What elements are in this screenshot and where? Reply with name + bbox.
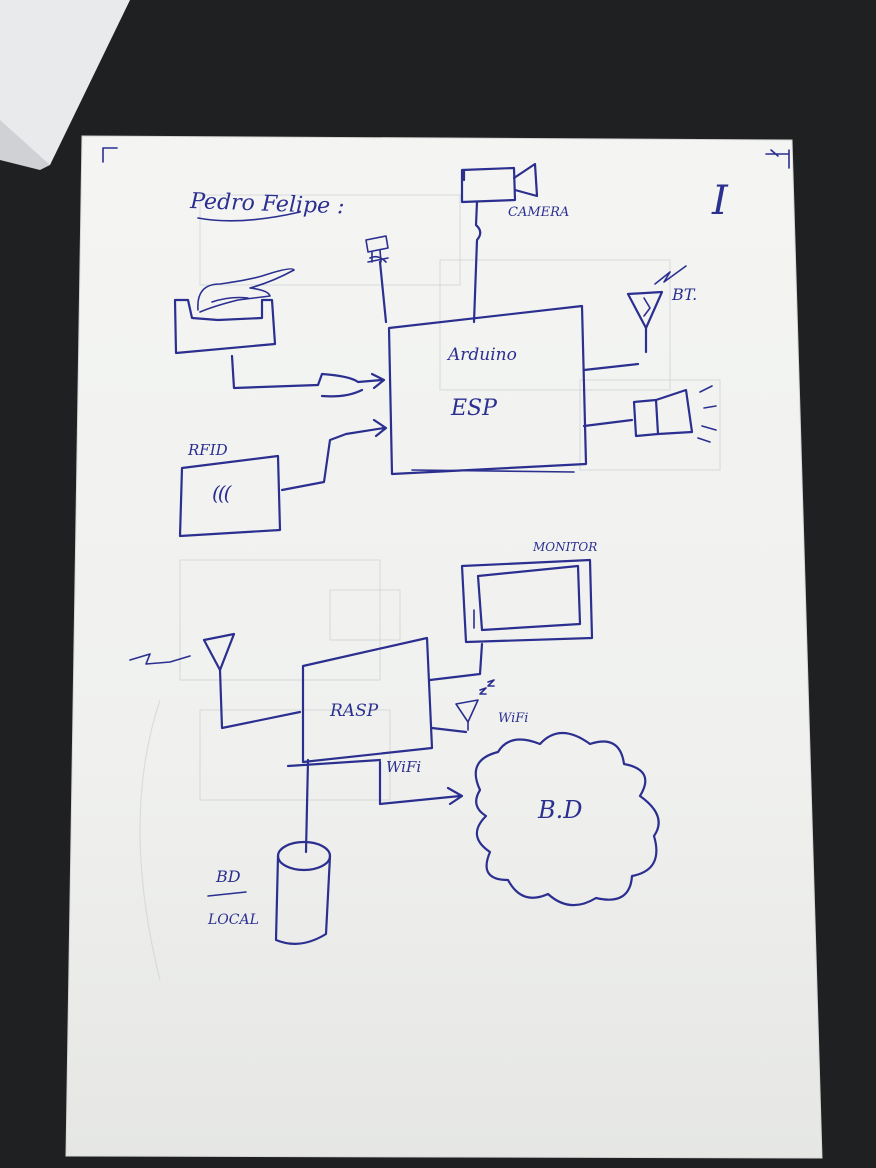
bleed-through-marks bbox=[139, 194, 721, 981]
sensor-connection bbox=[378, 260, 388, 324]
monitor-label: MONITOR bbox=[532, 540, 597, 554]
bluetooth-connection bbox=[582, 362, 640, 372]
bluetooth-label: BT. bbox=[671, 285, 697, 304]
wifi-antenna-icon bbox=[455, 679, 495, 731]
rfid-connection bbox=[280, 418, 388, 492]
cloud-database-label: B.D bbox=[537, 796, 583, 824]
rfid-box bbox=[178, 454, 282, 538]
speaker-connection bbox=[582, 418, 634, 428]
rfid-label: RFID bbox=[187, 441, 228, 459]
monitor-icon bbox=[460, 558, 594, 644]
local-db-label-divider bbox=[207, 891, 247, 897]
desk-paper-corner bbox=[0, 0, 130, 170]
sensor-chip-icon bbox=[365, 235, 389, 263]
arduino-label: Arduino bbox=[446, 345, 517, 365]
antenna-icon bbox=[129, 632, 302, 730]
author-underline bbox=[197, 211, 301, 222]
monitor-connection bbox=[428, 642, 484, 682]
arduino-esp-box bbox=[387, 304, 588, 476]
rasp-label: RASP bbox=[329, 701, 379, 721]
fingerprint-arrow bbox=[316, 372, 386, 398]
wifi-antenna-label: WiFi bbox=[498, 711, 528, 726]
rasp-to-local-db-connection bbox=[286, 758, 382, 854]
author-name: Pedro Felipe : bbox=[189, 189, 345, 219]
page-number: I bbox=[711, 178, 729, 224]
rasp-box bbox=[301, 636, 434, 764]
local-db-label-line2: LOCAL bbox=[207, 912, 259, 928]
bluetooth-antenna-icon bbox=[626, 265, 687, 354]
camera-label: CAMERA bbox=[508, 205, 569, 220]
local-db-label-line1: BD bbox=[215, 867, 241, 886]
wifi-to-cloud-arrow bbox=[378, 760, 464, 806]
esp-label: ESP bbox=[450, 396, 498, 421]
local-database-icon bbox=[274, 840, 332, 945]
esp-box-base-line bbox=[411, 469, 575, 473]
corner-mark-left bbox=[102, 147, 118, 163]
fingerprint-reader-icon bbox=[173, 268, 295, 355]
camera-icon bbox=[460, 162, 539, 204]
wifi-arrow-label: WiFi bbox=[386, 758, 421, 776]
paper-sheet bbox=[65, 135, 823, 1159]
speaker-icon bbox=[632, 385, 717, 443]
camera-connection bbox=[472, 200, 482, 324]
rfid-symbol: ((( bbox=[212, 481, 233, 505]
wifi-antenna-connection bbox=[430, 726, 468, 734]
corner-mark-right bbox=[765, 149, 790, 169]
fingerprint-connection bbox=[230, 354, 320, 390]
cloud-database-icon bbox=[474, 731, 660, 907]
